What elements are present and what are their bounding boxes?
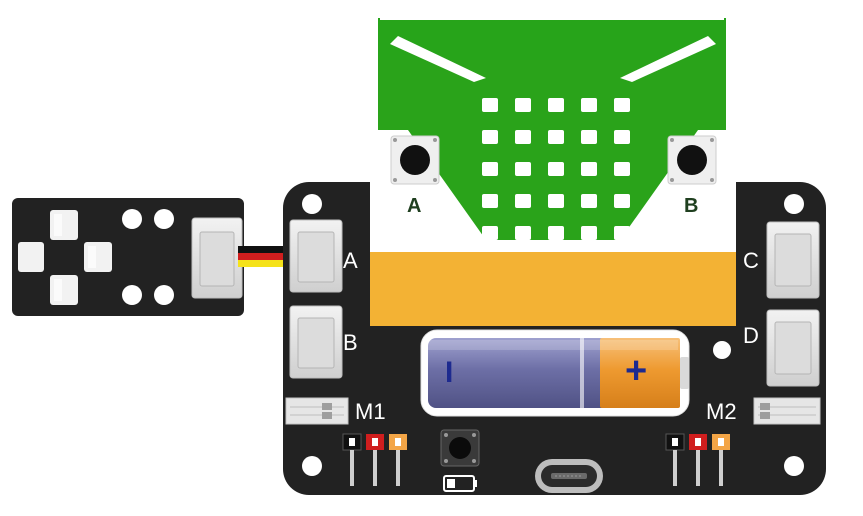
led (614, 98, 630, 112)
led (581, 194, 597, 208)
led (515, 130, 531, 144)
wire-yellow (238, 260, 296, 267)
led (548, 98, 564, 112)
led (614, 162, 630, 176)
motor-m2-connector[interactable] (753, 397, 821, 425)
cable (238, 246, 296, 267)
led (548, 162, 564, 176)
button-b-label: B (684, 195, 699, 217)
led (614, 194, 630, 208)
pad-left (18, 242, 44, 272)
board-hole (713, 341, 731, 359)
board-hole (784, 194, 804, 214)
led (581, 98, 597, 112)
motor-m1-pins (342, 433, 407, 486)
led (548, 226, 564, 240)
port-b-label: B (343, 330, 358, 355)
button-a-label: A (407, 195, 422, 217)
battery-level-icon (443, 475, 477, 492)
motor-m1-connector[interactable] (285, 397, 349, 425)
sensor-module (12, 198, 244, 316)
board-hole (302, 194, 322, 214)
motor-m2-label: M2 (706, 399, 737, 424)
led (515, 194, 531, 208)
led (482, 162, 498, 176)
battery (420, 329, 690, 417)
hole (122, 209, 142, 229)
hole (154, 209, 174, 229)
port-d-connector[interactable] (766, 309, 820, 387)
wire-black (238, 246, 296, 253)
led (614, 130, 630, 144)
led (581, 226, 597, 240)
board-hole (302, 456, 322, 476)
led (581, 130, 597, 144)
motor-m2-pins (665, 433, 730, 486)
led (482, 194, 498, 208)
led-matrix (482, 98, 630, 240)
hole (154, 285, 174, 305)
wire-red (238, 253, 296, 260)
port-a-label: A (343, 248, 358, 273)
battery-plus-label: + (625, 350, 648, 392)
edge-connector (370, 252, 736, 326)
power-button[interactable] (440, 429, 480, 467)
led (482, 130, 498, 144)
led (482, 98, 498, 112)
board-hole (784, 456, 804, 476)
microbit-button-a[interactable] (390, 135, 440, 185)
port-c-label: C (743, 248, 759, 273)
led (515, 98, 531, 112)
battery-minus-label: I (445, 356, 454, 389)
usb-c-port[interactable] (535, 459, 603, 493)
led (482, 226, 498, 240)
motor-m1-label: M1 (355, 399, 386, 424)
led (614, 226, 630, 240)
port-a-connector[interactable] (289, 219, 343, 293)
hole (122, 285, 142, 305)
microbit (370, 14, 736, 326)
led (548, 194, 564, 208)
microbit-button-b[interactable] (667, 135, 717, 185)
led (515, 226, 531, 240)
led (515, 162, 531, 176)
led (548, 130, 564, 144)
port-d-label: D (743, 323, 759, 348)
led (581, 162, 597, 176)
port-b-connector[interactable] (289, 305, 343, 379)
port-c-connector[interactable] (766, 221, 820, 299)
